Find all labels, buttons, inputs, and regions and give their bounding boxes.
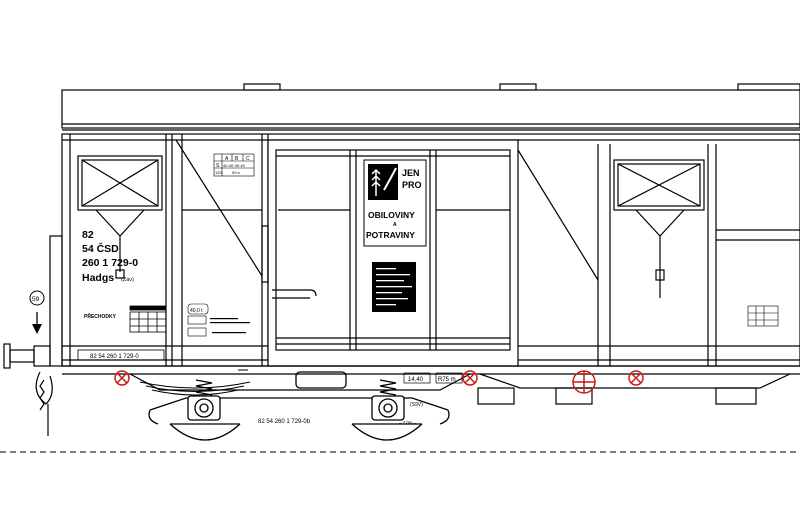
brake-col-a: A — [225, 156, 229, 162]
brake-row2-label: 120 — [215, 170, 222, 175]
brake-valve-icon — [462, 370, 478, 386]
wagon-number: 260 1 729-0 — [82, 257, 138, 269]
crossings-label: PŘECHODKY — [84, 312, 117, 320]
wagon-number-block: 82 54 ČSD 260 1 729-0 Hadgs — [82, 229, 138, 284]
country-code: 54 ČSD — [82, 242, 119, 255]
load-markings — [187, 303, 209, 337]
grain-logo-icon — [368, 164, 398, 200]
brake-valve-icon — [628, 370, 644, 386]
class-code: Hadgs — [82, 272, 114, 284]
right-vent-hatch — [613, 159, 705, 298]
distance-label: →2,0m← — [398, 420, 417, 425]
reference-marker: 59 — [29, 290, 45, 334]
full-number-plate: 82 54 260 1 729-0 — [77, 349, 165, 361]
circle-number: 59 — [32, 296, 40, 303]
underframe-labels — [403, 372, 463, 384]
arrow-down-icon — [32, 324, 42, 334]
left-vent-hatch — [77, 155, 163, 279]
brake-col-c: C — [246, 156, 250, 162]
length-label: 14,40 — [408, 377, 424, 383]
brake-row-values: 40·40·40·40 — [223, 163, 246, 168]
sign-line4: A — [393, 222, 397, 228]
radius-label: R75 m — [438, 377, 456, 383]
bogie — [148, 371, 450, 441]
brake-table — [213, 153, 255, 177]
sign-line2: PRO — [402, 180, 422, 190]
cargo-sign: JEN PRO OBILOVINY A POTRAVINY — [363, 159, 427, 247]
buffer-and-coupler — [3, 235, 63, 436]
brake-col-b: B — [235, 156, 239, 162]
info-panel — [372, 262, 416, 312]
weight-label: 40,0 t — [190, 308, 203, 314]
revision-label: (S9V) — [410, 402, 423, 408]
brake-elements — [114, 370, 644, 394]
number-prefix: 82 — [82, 229, 94, 241]
brake-row-label: S — [216, 163, 220, 169]
sign-line1: JEN — [402, 168, 420, 178]
sign-line3: OBILOVINY — [368, 210, 415, 220]
roof — [61, 83, 800, 131]
crossings-grid — [129, 305, 167, 333]
bogie-number: 82 54 260 1 729-0b — [258, 419, 311, 425]
underframe — [62, 365, 800, 405]
class-note: (Zav) — [121, 277, 134, 283]
sign-line5: POTRAVINY — [366, 230, 415, 240]
right-info-table — [747, 305, 779, 327]
brake-row2-values: 00·s — [232, 170, 240, 175]
brake-valve-icon — [114, 370, 130, 386]
full-number: 82 54 260 1 729-0 — [90, 354, 139, 360]
leaf-springs — [139, 369, 251, 396]
